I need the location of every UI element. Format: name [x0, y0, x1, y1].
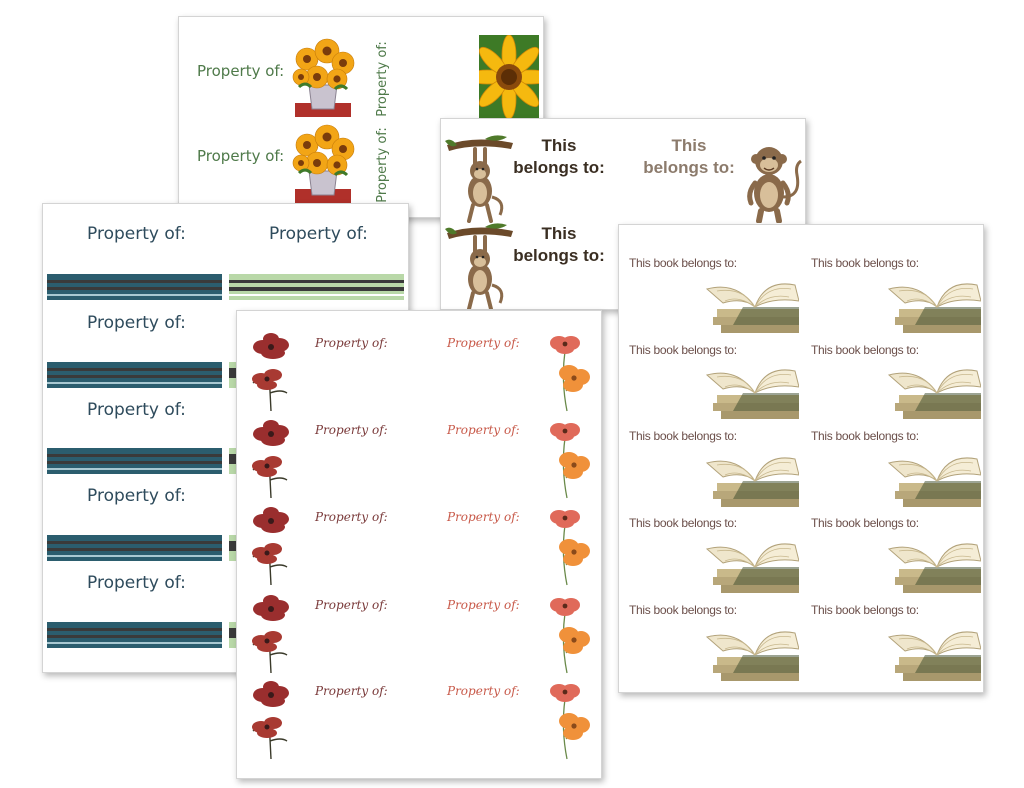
- open-book-image: [703, 533, 799, 593]
- stripe-label-1: Property of:: [87, 224, 186, 244]
- sunflower-closeup-image: [479, 35, 539, 119]
- poppy-left-image: [243, 593, 299, 675]
- poppy-label-right: Property of:: [447, 510, 520, 524]
- book-label: This book belongs to:: [629, 256, 737, 270]
- poppy-label-left: Property of:: [315, 598, 388, 612]
- stripe-label-3: Property of:: [87, 313, 186, 333]
- book-label: This book belongs to:: [629, 429, 737, 443]
- poppy-right-image: [539, 331, 595, 413]
- monkey-label-2: This belongs to:: [643, 136, 735, 177]
- poppy-left-image: [243, 418, 299, 500]
- monkey-label-1: This belongs to:: [513, 136, 605, 177]
- poppy-left-image: [243, 331, 299, 413]
- monkey-label-sheet: This belongs to: This belongs to: This b…: [440, 118, 806, 310]
- open-book-image: [703, 621, 799, 681]
- book-label: This book belongs to:: [811, 603, 919, 617]
- poppy-label-right: Property of:: [447, 336, 520, 350]
- monkey-standing-image: [739, 137, 803, 223]
- poppy-label-left: Property of:: [315, 510, 388, 524]
- poppy-right-image: [539, 505, 595, 587]
- poppy-left-image: [243, 505, 299, 587]
- poppy-right-image: [539, 418, 595, 500]
- stripe-band-teal: [47, 622, 237, 648]
- monkey-label-3: This belongs to:: [513, 224, 605, 265]
- stripe-label-2: Property of:: [269, 224, 368, 244]
- sunflower-vertical-label-2: Property of:: [375, 127, 390, 203]
- monkey-hanging-image: [445, 223, 515, 310]
- monkey-hanging-image: [445, 135, 515, 225]
- book-label: This book belongs to:: [811, 429, 919, 443]
- book-label: This book belongs to:: [811, 343, 919, 357]
- book-label-sheet: This book belongs to: This book belongs …: [618, 224, 984, 693]
- stripe-label-4: Property of:: [87, 400, 186, 420]
- book-label: This book belongs to:: [629, 516, 737, 530]
- stripe-band-teal: [47, 535, 237, 561]
- open-book-image: [703, 273, 799, 333]
- poppy-label-sheet: Property of: Property of: Property of: P…: [236, 310, 602, 779]
- open-book-image: [885, 359, 981, 419]
- open-book-image: [885, 273, 981, 333]
- book-label: This book belongs to:: [811, 256, 919, 270]
- poppy-left-image: [243, 679, 299, 761]
- stripe-band-teal: [47, 274, 222, 300]
- open-book-image: [885, 447, 981, 507]
- sunflower-vertical-label-1: Property of:: [375, 41, 390, 117]
- poppy-label-right: Property of:: [447, 684, 520, 698]
- stripe-band-teal: [47, 362, 237, 388]
- poppy-label-left: Property of:: [315, 336, 388, 350]
- open-book-image: [885, 533, 981, 593]
- sunflower-label-1: Property of:: [197, 62, 285, 80]
- book-label: This book belongs to:: [629, 603, 737, 617]
- poppy-right-image: [539, 679, 595, 761]
- poppy-label-left: Property of:: [315, 684, 388, 698]
- sunflower-label-2: Property of:: [197, 147, 285, 165]
- poppy-right-image: [539, 593, 595, 675]
- stripe-band-teal: [47, 448, 237, 474]
- open-book-image: [885, 621, 981, 681]
- open-book-image: [703, 447, 799, 507]
- book-label: This book belongs to:: [811, 516, 919, 530]
- poppy-label-left: Property of:: [315, 423, 388, 437]
- poppy-label-right: Property of:: [447, 423, 520, 437]
- stripe-band-green: [229, 274, 404, 300]
- stripe-bands: [47, 274, 404, 648]
- stripe-label-6: Property of:: [87, 573, 186, 593]
- sunflower-pot-image: [291, 123, 355, 207]
- open-book-image: [703, 359, 799, 419]
- book-label: This book belongs to:: [629, 343, 737, 357]
- sunflower-pot-image: [291, 37, 355, 121]
- stripe-label-5: Property of:: [87, 486, 186, 506]
- poppy-label-right: Property of:: [447, 598, 520, 612]
- sunflower-label-sheet: Property of: Property of: Property of: P…: [178, 16, 544, 218]
